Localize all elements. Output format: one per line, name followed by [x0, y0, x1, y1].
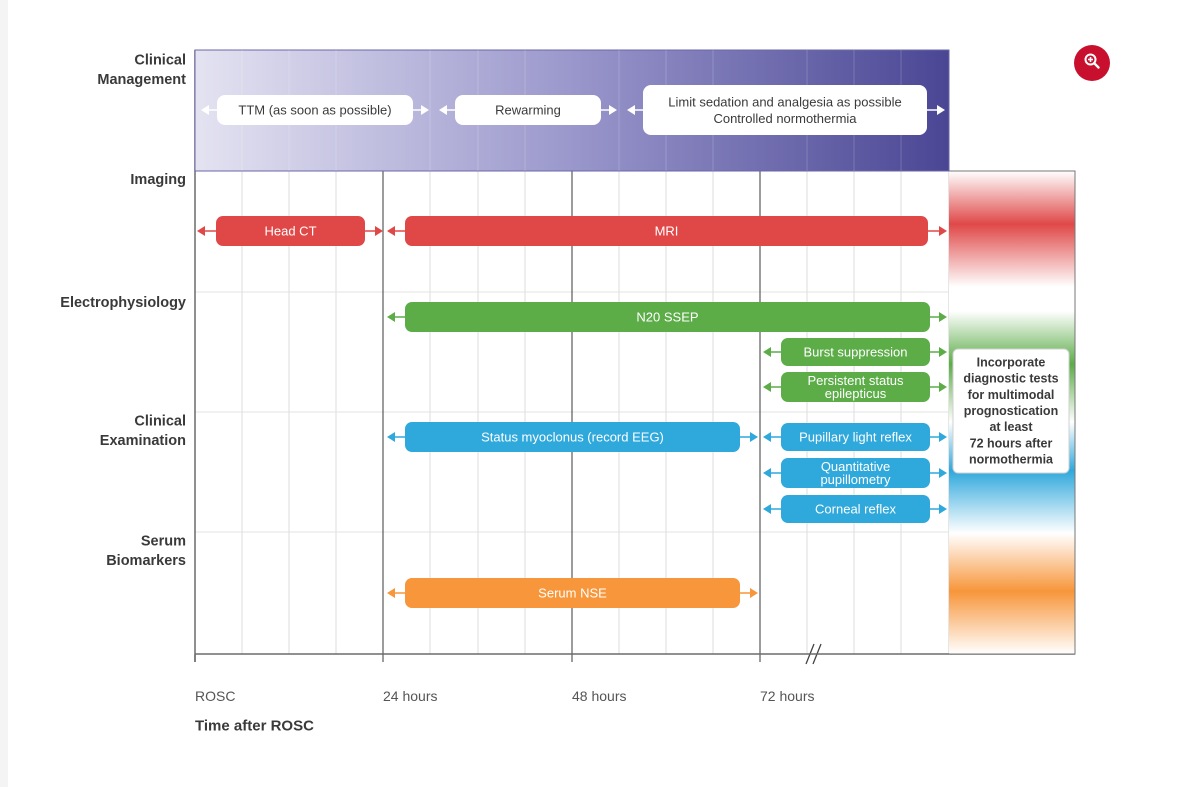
x-tick-label: 72 hours	[760, 688, 814, 704]
row-label-clinical-management-line: Management	[97, 72, 186, 88]
bar-pupillary-light-reflex	[781, 423, 930, 451]
mri-arrowhead-right	[939, 226, 947, 236]
row-label-clinical-management-line: Clinical	[134, 52, 186, 68]
note-text-line: Incorporate	[977, 355, 1046, 369]
sedation-arrowhead-left	[627, 105, 635, 115]
sedation-label-line: Limit sedation and analgesia as possible	[668, 94, 901, 109]
head-ct-label: Head CT	[264, 224, 316, 239]
ttm-label: TTM (as soon as possible)	[238, 103, 391, 118]
note-box	[952, 348, 1070, 474]
x-tick-label: 48 hours	[572, 688, 626, 704]
serum-nse-label-line: Serum NSE	[538, 586, 607, 601]
status-myoclonus-label-line: Status myoclonus (record EEG)	[481, 430, 664, 445]
sedation-label-line: Controlled normothermia	[713, 111, 857, 126]
rewarming-label: Rewarming	[495, 103, 561, 118]
management-phase-sedation	[643, 85, 927, 135]
status-myoclonus-arrowhead-left	[387, 432, 395, 442]
rewarming-arrowhead-left	[439, 105, 447, 115]
management-phase-ttm	[217, 95, 413, 125]
status-epilepticus-label-line: Persistent status	[807, 373, 904, 388]
status-epilepticus-arrowhead-left	[763, 382, 771, 392]
serum-nse-arrowhead-right	[750, 588, 758, 598]
quantitative-pupillometry-arrowhead-right	[939, 468, 947, 478]
serum-nse-label: Serum NSE	[538, 586, 607, 601]
pupillary-light-reflex-label: Pupillary light reflex	[799, 430, 912, 445]
bar-quantitative-pupillometry	[781, 458, 930, 488]
rewarming-arrowhead-right	[609, 105, 617, 115]
row-label-serum-biomarkers-line: Serum	[141, 533, 186, 549]
row-label-clinical-examination-line: Examination	[100, 433, 186, 449]
serum-nse-arrowhead-left	[387, 588, 395, 598]
bar-corneal-reflex	[781, 495, 930, 523]
bar-serum-nse	[405, 578, 740, 608]
head-ct-arrowhead-left	[197, 226, 205, 236]
bar-status-epilepticus	[781, 372, 930, 402]
corneal-reflex-label-line: Corneal reflex	[815, 502, 896, 517]
row-label-electrophysiology: Electrophysiology	[60, 295, 186, 311]
management-phase-rewarming	[455, 95, 601, 125]
zoom-in-icon[interactable]	[1083, 52, 1101, 75]
note-text-line: at least	[989, 420, 1033, 434]
bar-mri	[405, 216, 928, 246]
row-label-imaging-line: Imaging	[130, 172, 186, 188]
corneal-reflex-arrowhead-right	[939, 504, 947, 514]
page: Incorporate diagnostic tests for multimoda…	[8, 0, 1188, 787]
burst-suppression-arrowhead-right	[939, 347, 947, 357]
quantitative-pupillometry-arrowhead-left	[763, 468, 771, 478]
head-ct-label-line: Head CT	[264, 224, 316, 239]
ttm-label-line: TTM (as soon as possible)	[238, 103, 391, 118]
note-text-line: prognostication	[964, 404, 1058, 418]
corneal-reflex-label: Corneal reflex	[815, 502, 896, 517]
status-epilepticus-label-line: epilepticus	[825, 386, 887, 401]
ttm-arrowhead-left	[201, 105, 209, 115]
note-text-line: 72 hours after	[970, 436, 1053, 450]
x-tick-label: 24 hours	[383, 688, 437, 704]
row-label-serum-biomarkers-line: Biomarkers	[106, 553, 186, 569]
row-label-electrophysiology-line: Electrophysiology	[60, 295, 186, 311]
status-myoclonus-arrowhead-right	[750, 432, 758, 442]
pupillary-light-reflex-label-line: Pupillary light reflex	[799, 430, 912, 445]
zoom-button[interactable]	[1074, 45, 1110, 81]
rewarming-label-line: Rewarming	[495, 103, 561, 118]
corneal-reflex-arrowhead-left	[763, 504, 771, 514]
n20-ssep-label-line: N20 SSEP	[636, 310, 698, 325]
n20-ssep-arrowhead-right	[939, 312, 947, 322]
mri-arrowhead-left	[387, 226, 395, 236]
ttm-arrowhead-right	[421, 105, 429, 115]
bar-status-myoclonus	[405, 422, 740, 452]
timeline-diagram: Incorporate diagnostic tests for multimoda…	[60, 49, 1076, 735]
pupillary-light-reflex-arrowhead-left	[763, 432, 771, 442]
n20-ssep-arrowhead-left	[387, 312, 395, 322]
status-epilepticus-arrowhead-right	[939, 382, 947, 392]
x-tick-label: ROSC	[195, 688, 235, 704]
bar-head-ct	[216, 216, 365, 246]
burst-suppression-label-line: Burst suppression	[803, 345, 907, 360]
quantitative-pupillometry-label-line: Quantitative	[821, 459, 890, 474]
status-myoclonus-label: Status myoclonus (record EEG)	[481, 430, 664, 445]
head-ct-arrowhead-right	[375, 226, 383, 236]
sedation-arrowhead-right	[937, 105, 945, 115]
row-label-clinical-examination-line: Clinical	[134, 413, 186, 429]
note-text-line: normothermia	[969, 453, 1054, 467]
pupillary-light-reflex-arrowhead-right	[939, 432, 947, 442]
quantitative-pupillometry-label-line: pupillometry	[820, 472, 891, 487]
row-label-imaging: Imaging	[130, 172, 186, 188]
burst-suppression-label: Burst suppression	[803, 345, 907, 360]
sedation-label: Limit sedation and analgesia as possible…	[668, 94, 901, 126]
note-text-line: diagnostic tests	[963, 372, 1058, 386]
x-axis-title: Time after ROSC	[195, 718, 314, 735]
n20-ssep-label: N20 SSEP	[636, 310, 698, 325]
note-text-line: for multimodal	[968, 388, 1055, 402]
burst-suppression-arrowhead-left	[763, 347, 771, 357]
note-text: Incorporate diagnostic tests for multimoda…	[963, 355, 1058, 466]
bar-burst-suppression	[781, 338, 930, 366]
bar-n20-ssep	[405, 302, 930, 332]
mri-label: MRI	[655, 224, 679, 239]
mri-label-line: MRI	[655, 224, 679, 239]
